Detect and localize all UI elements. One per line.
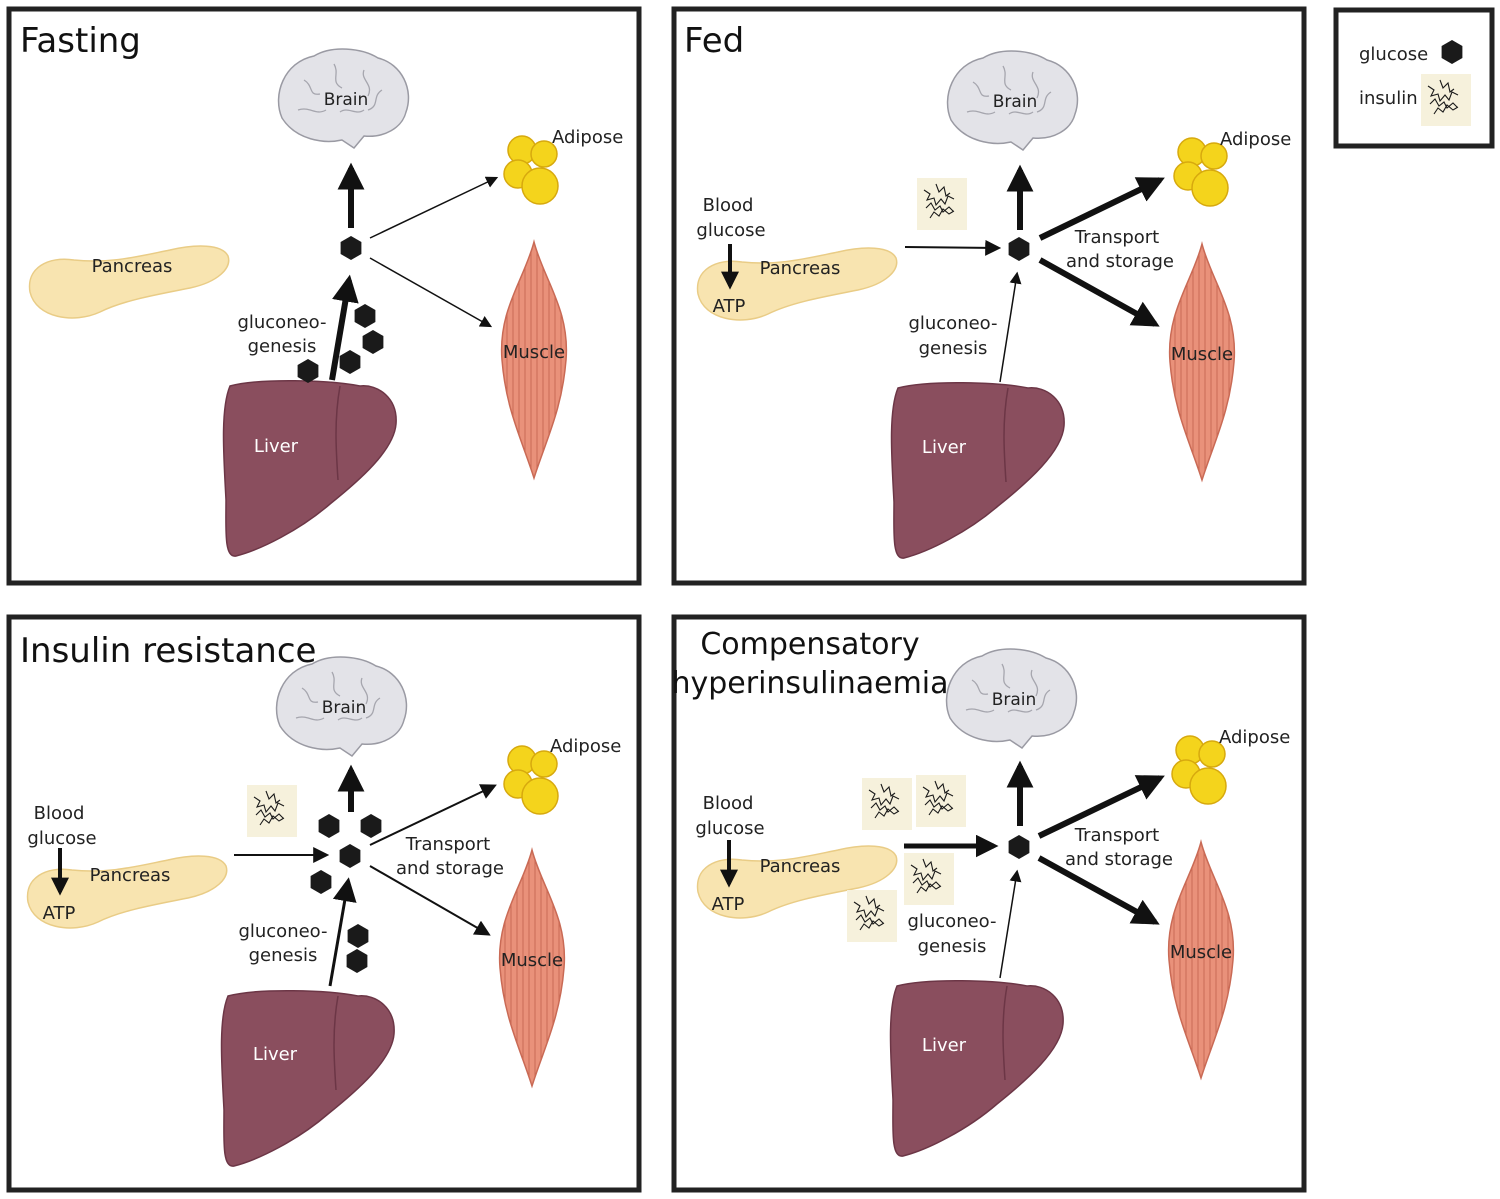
- gluconeo-label-line2: genesis: [918, 936, 987, 957]
- panel-fasting: Fasting Brain Adipose Pancreas Muscle Li…: [6, 6, 642, 586]
- panel-insulin-resistance: Insulin resistance Brain Adipose Pancrea…: [6, 614, 642, 1193]
- gluconeo-label-line2: genesis: [249, 945, 318, 966]
- insulin-icon: [246, 784, 298, 838]
- pancreas-label: Pancreas: [92, 256, 173, 277]
- adipose-label: Adipose: [1220, 129, 1291, 150]
- muscle-label: Muscle: [503, 342, 565, 363]
- arrow-to-adipose: [369, 176, 499, 239]
- arrow-liver-to-glucose: [329, 274, 359, 381]
- legend: glucose insulin: [1333, 7, 1495, 149]
- liver-label: Liver: [253, 1044, 298, 1065]
- pancreas-label: Pancreas: [760, 258, 841, 279]
- blood-glucose-label-line2: glucose: [696, 220, 765, 241]
- legend-glucose-label: glucose: [1359, 44, 1428, 65]
- arrow-pancreas-to-glucose: [904, 239, 1002, 256]
- transport-label-line1: Transport: [1074, 227, 1159, 248]
- arrow-to-muscle: [369, 257, 493, 328]
- blood-glucose-label-line1: Blood: [703, 793, 754, 814]
- transport-label-line2: and storage: [1066, 251, 1174, 272]
- gluconeo-label-line1: gluconeo-: [908, 313, 997, 334]
- pancreas-label: Pancreas: [90, 865, 171, 886]
- arrow-to-adipose: [369, 784, 497, 846]
- panel-title: Fed: [684, 21, 744, 61]
- insulin-icon: [846, 889, 898, 943]
- gluconeo-label-line2: genesis: [248, 336, 317, 357]
- arrow-to-muscle: [369, 865, 491, 936]
- brain-label: Brain: [992, 690, 1037, 710]
- arrow-liver-to-glucose: [999, 271, 1022, 383]
- muscle-label: Muscle: [1170, 942, 1232, 963]
- muscle-label: Muscle: [501, 950, 563, 971]
- panel-title: Insulin resistance: [20, 631, 316, 671]
- panel-compensatory: Compensatory hyperinsulinaemia Brain Adi…: [671, 614, 1307, 1193]
- adipose-label: Adipose: [550, 736, 621, 757]
- transport-label-line1: Transport: [1074, 825, 1159, 846]
- adipose-label: Adipose: [1219, 727, 1290, 748]
- transport-label-line1: Transport: [405, 834, 490, 855]
- brain-label: Brain: [322, 698, 367, 718]
- arrow-to-muscle: [1038, 257, 1160, 327]
- atp-label: ATP: [712, 894, 745, 915]
- panel-title-line1: Compensatory: [700, 627, 919, 662]
- transport-label-line2: and storage: [396, 858, 504, 879]
- insulin-icon: [861, 777, 913, 831]
- gluconeo-label-line1: gluconeo-: [237, 312, 326, 333]
- blood-glucose-label-line2: glucose: [27, 828, 96, 849]
- insulin-icon: [903, 852, 955, 906]
- atp-label: ATP: [43, 903, 76, 924]
- atp-label: ATP: [713, 296, 746, 317]
- panel-title: Fasting: [20, 21, 141, 61]
- liver-label: Liver: [922, 437, 967, 458]
- arrow-to-adipose: [1037, 775, 1165, 839]
- brain-label: Brain: [324, 90, 369, 110]
- insulin-icon: [916, 177, 968, 231]
- blood-glucose-label-line1: Blood: [703, 195, 754, 216]
- gluconeo-label-line1: gluconeo-: [907, 911, 996, 932]
- arrow-liver-to-glucose: [999, 869, 1022, 979]
- liver-label: Liver: [254, 436, 299, 457]
- arrow-to-adipose: [1038, 177, 1165, 241]
- arrow-liver-to-glucose: [328, 877, 357, 987]
- gluconeo-label-line2: genesis: [919, 338, 988, 359]
- liver-label: Liver: [922, 1035, 967, 1056]
- adipose-label: Adipose: [552, 127, 623, 148]
- insulin-icon: [1420, 73, 1472, 127]
- panel-title-line2: hyperinsulinaemia: [671, 666, 948, 701]
- panel-fed: Fed Brain Adipose Pancreas Blood glucose…: [671, 6, 1307, 586]
- insulin-icon: [915, 774, 967, 828]
- blood-glucose-label-line2: glucose: [695, 818, 764, 839]
- legend-insulin-label: insulin: [1359, 88, 1418, 109]
- arrow-to-muscle: [1037, 855, 1160, 925]
- muscle-label: Muscle: [1171, 344, 1233, 365]
- transport-label-line2: and storage: [1065, 849, 1173, 870]
- brain-label: Brain: [993, 92, 1038, 112]
- blood-glucose-label-line1: Blood: [34, 803, 85, 824]
- gluconeo-label-line1: gluconeo-: [238, 921, 327, 942]
- pancreas-label: Pancreas: [760, 856, 841, 877]
